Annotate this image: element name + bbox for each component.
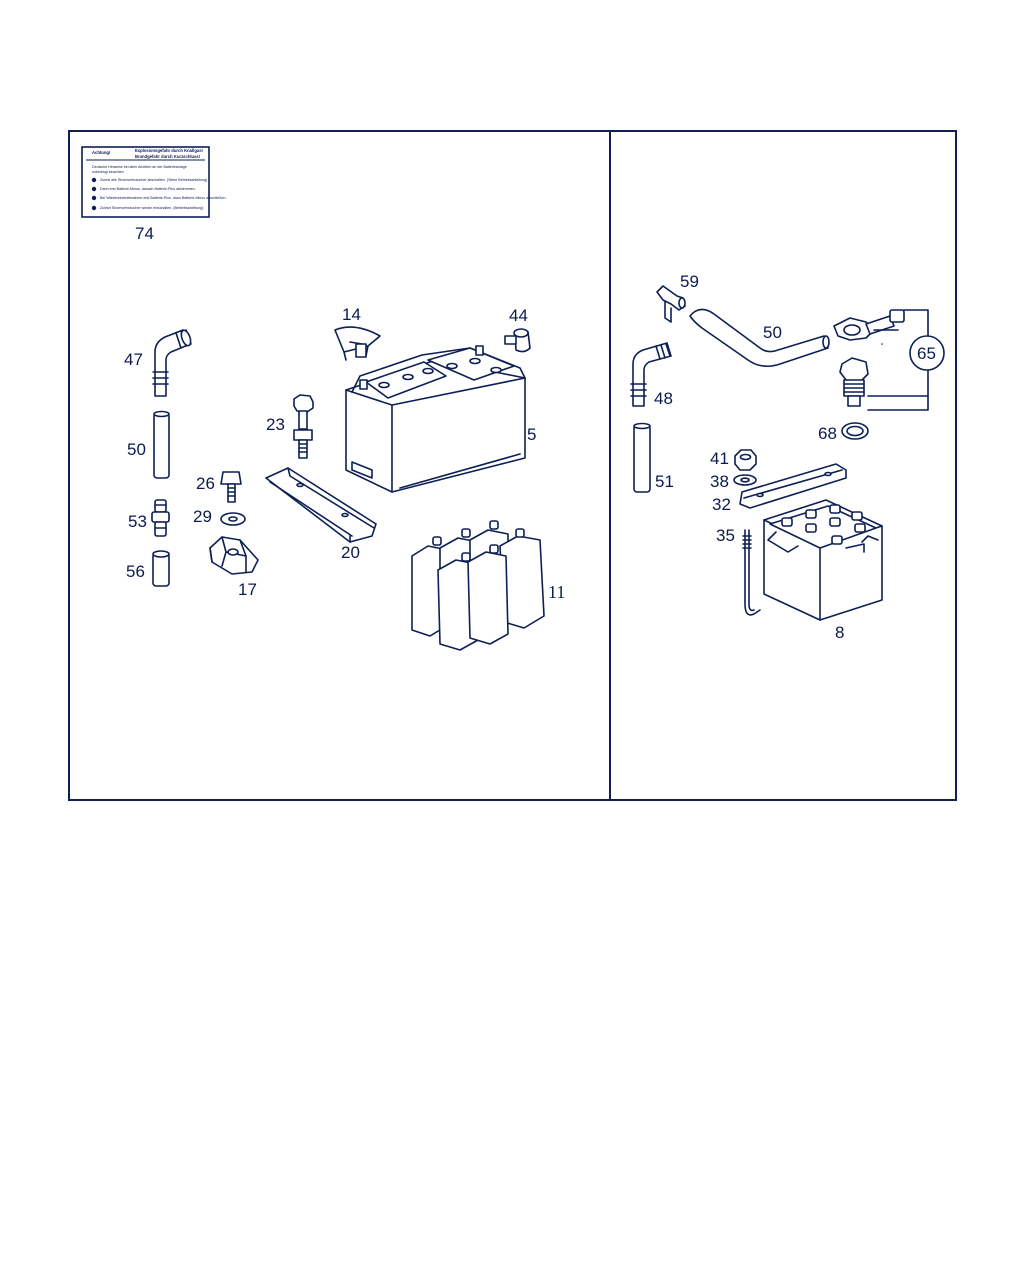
callout-35: 35 <box>716 526 735 545</box>
seal-ring-68 <box>841 422 869 440</box>
callout-17: 17 <box>238 580 257 599</box>
electrolyte-canisters-11 <box>411 520 545 651</box>
hose-51 <box>633 422 651 493</box>
j-bolt-35 <box>742 529 761 616</box>
elbow-fitting-47 <box>152 329 192 397</box>
hold-down-bar-32 <box>739 463 847 509</box>
callout-29: 29 <box>193 507 212 526</box>
callout-59: 59 <box>680 272 699 291</box>
clamp-bracket-17 <box>209 536 259 575</box>
callout-65-circle <box>909 335 945 371</box>
hose-50-left <box>153 410 170 479</box>
callout-65: 65 <box>917 344 936 363</box>
callout-51: 51 <box>655 472 674 491</box>
callout-48: 48 <box>654 389 673 408</box>
battery-5 <box>345 345 526 493</box>
warning-intro-2: unbedingt beachten <box>92 170 124 174</box>
warning-intro-1: Deutsche Hinweise bei allen Arbeiten an … <box>92 165 187 169</box>
nut-41 <box>734 449 757 471</box>
warning-item: Zuerst alle Stromverbraucher abschalten.… <box>100 178 207 182</box>
callout-14: 14 <box>342 305 361 324</box>
callout-50-left: 50 <box>127 440 146 459</box>
battery-8 <box>763 499 883 621</box>
warning-item: Zuletzt Stromverbraucher wieder einschal… <box>100 206 203 210</box>
connector-53 <box>151 499 170 537</box>
diagram-frame <box>68 130 957 801</box>
hose-50-right <box>689 308 830 368</box>
callout-68: 68 <box>818 424 837 443</box>
callout-53: 53 <box>128 512 147 531</box>
bolt-23 <box>293 394 314 459</box>
warning-heading-right-2: Brandgefahr durch Kurzschluss! <box>135 154 200 159</box>
warning-heading-left: Achtung! <box>92 150 110 155</box>
callout-32: 32 <box>712 495 731 514</box>
callout-23: 23 <box>266 415 285 434</box>
callout-50-right: 50 <box>763 323 782 342</box>
vent-plug-44 <box>504 328 531 353</box>
warning-item: Dann erst Batterie-Minus, danach Batteri… <box>100 187 196 191</box>
callout-44: 44 <box>509 306 528 325</box>
callout-11: 11 <box>548 582 565 602</box>
hold-down-rail-20 <box>265 467 377 543</box>
t-connector-59 <box>656 285 686 323</box>
callout-47: 47 <box>124 350 143 369</box>
callout-38: 38 <box>710 472 729 491</box>
warning-label: Achtung! Explosionsgefahr durch Knallgas… <box>81 146 226 218</box>
callout-8: 8 <box>835 623 844 642</box>
callout-74: 74 <box>135 224 154 243</box>
callout-56: 56 <box>126 562 145 581</box>
washer-38 <box>733 474 757 486</box>
callout-26: 26 <box>196 474 215 493</box>
valve-assembly-65 <box>833 309 929 411</box>
callout-41: 41 <box>710 449 729 468</box>
warning-heading-right-1: Explosionsgefahr durch Knallgas! <box>135 148 203 153</box>
callout-5: 5 <box>527 425 536 444</box>
warning-item: Bei Wiederinbetriebnahme erst Batterie-P… <box>100 196 226 200</box>
terminal-cover-14 <box>334 326 381 361</box>
callout-20: 20 <box>341 543 360 562</box>
screw-26 <box>220 471 242 503</box>
washer-29 <box>220 512 246 526</box>
sleeve-56 <box>152 550 170 587</box>
elbow-fitting-48 <box>630 342 672 407</box>
